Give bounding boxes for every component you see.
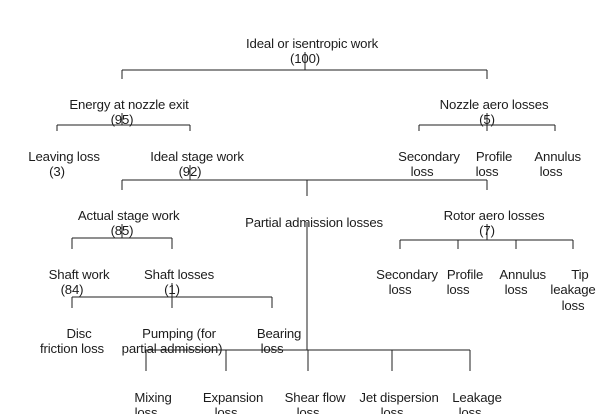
node-mixing-loss: Mixing loss bbox=[120, 374, 171, 414]
node-value: (3) bbox=[49, 164, 65, 179]
node-ideal-work: Ideal or isentropic work(100) bbox=[232, 20, 378, 98]
node-value: (84) bbox=[60, 282, 84, 297]
node-label: Leakage loss bbox=[452, 389, 502, 414]
node-label: Nozzle aero losses bbox=[439, 96, 549, 112]
node-jet-dispersion-loss: Jet dispersion loss bbox=[345, 374, 438, 414]
node-value: (5) bbox=[479, 112, 495, 127]
node-label: Profile loss bbox=[475, 148, 513, 180]
node-value: (1) bbox=[164, 282, 180, 297]
node-nozzle-annulus-loss: Annulus loss bbox=[521, 133, 581, 195]
node-rotor-aero-losses: Rotor aero losses(7) bbox=[430, 192, 545, 270]
node-label: Disc friction loss bbox=[39, 325, 105, 357]
node-actual-stage-work: Actual stage work(85) bbox=[65, 192, 180, 270]
node-pumping-loss: Pumping (for partial admission) bbox=[122, 310, 223, 372]
node-tip-leakage-loss: Tip leakage loss bbox=[550, 251, 595, 329]
node-label: Ideal stage work bbox=[150, 148, 244, 164]
node-value: (92) bbox=[178, 164, 202, 179]
node-nozzle-profile-loss: Profile loss bbox=[462, 133, 513, 195]
node-ideal-stage-work: Ideal stage work(92) bbox=[136, 133, 244, 211]
node-value: (85) bbox=[110, 223, 134, 238]
node-shaft-losses: Shaft losses(1) bbox=[130, 251, 214, 329]
node-label: Tip leakage loss bbox=[550, 266, 596, 313]
node-value: (100) bbox=[289, 51, 321, 66]
node-energy-at-nozzle-exit: Energy at nozzle exit(95) bbox=[55, 81, 188, 159]
node-nozzle-aero-losses: Nozzle aero losses(5) bbox=[426, 81, 549, 159]
node-rotor-secondary-loss: Secondary loss bbox=[362, 251, 438, 313]
node-label: Profile loss bbox=[446, 266, 484, 298]
node-leakage-loss: Leakage loss bbox=[438, 374, 502, 414]
node-label: Annulus loss bbox=[499, 266, 546, 298]
node-label: Ideal or isentropic work bbox=[246, 35, 379, 51]
node-label: Shear flow loss bbox=[284, 389, 346, 414]
node-value: (7) bbox=[479, 223, 495, 238]
node-label: Mixing loss bbox=[134, 389, 172, 414]
node-label: Rotor aero losses bbox=[443, 207, 545, 223]
node-label: Energy at nozzle exit bbox=[69, 96, 189, 112]
node-label: Pumping (for partial admission) bbox=[121, 325, 223, 357]
node-label: Shaft losses bbox=[144, 266, 215, 282]
node-label: Shaft work bbox=[48, 266, 110, 282]
node-bearing-loss: Bearing loss bbox=[243, 310, 302, 372]
node-label: Bearing loss bbox=[256, 325, 302, 357]
node-label: Expansion loss bbox=[202, 389, 264, 414]
node-label: Leaving loss bbox=[28, 148, 100, 164]
node-label: Actual stage work bbox=[77, 207, 180, 223]
node-expansion-loss: Expansion loss bbox=[189, 374, 263, 414]
node-rotor-profile-loss: Profile loss bbox=[433, 251, 484, 313]
node-shaft-work: Shaft work(84) bbox=[35, 251, 110, 329]
node-label: Jet dispersion loss bbox=[359, 389, 439, 414]
node-label: Annulus loss bbox=[534, 148, 581, 180]
node-label: Secondary loss bbox=[376, 266, 438, 298]
node-label: Secondary loss bbox=[398, 148, 460, 180]
node-leaving-loss: Leaving loss(3) bbox=[14, 133, 100, 211]
node-disc-friction-loss: Disc friction loss bbox=[40, 310, 104, 372]
node-rotor-annulus-loss: Annulus loss bbox=[486, 251, 546, 313]
node-shear-flow-loss: Shear flow loss bbox=[271, 374, 346, 414]
node-value: (95) bbox=[110, 112, 134, 127]
node-nozzle-secondary-loss: Secondary loss bbox=[384, 133, 460, 195]
node-label: Partial admission losses bbox=[245, 214, 383, 230]
node-partial-admission-losses: Partial admission losses bbox=[231, 199, 383, 246]
